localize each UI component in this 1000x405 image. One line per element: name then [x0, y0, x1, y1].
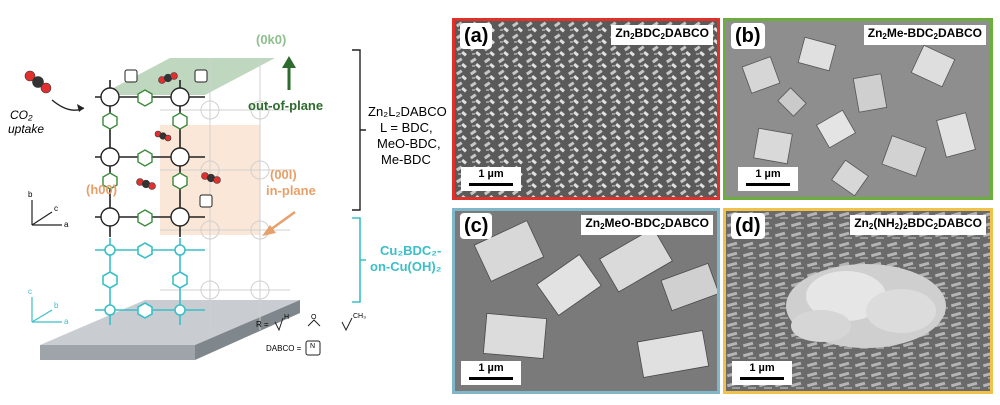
axis-lower-c: c — [28, 287, 32, 296]
co2-label: CO₂ — [10, 108, 33, 122]
panel-b-letter: (b) — [731, 23, 765, 49]
uptake-arrowhead — [77, 104, 84, 112]
out-of-plane-label: out-of-plane — [248, 98, 324, 113]
out-of-plane-arrowhead — [282, 56, 296, 68]
plane-h00-label: (h00) — [86, 182, 118, 197]
upper-axes — [31, 200, 62, 226]
r-ch3-label: CH₃ — [353, 313, 366, 320]
formula-bracket — [352, 49, 366, 211]
panel-c-scale: 1 µm — [461, 361, 521, 385]
uptake-label: uptake — [8, 122, 45, 136]
panel-a: (a) Zn2BDC2DABCO 1 µm — [452, 18, 720, 200]
axis-upper-c: c — [54, 204, 58, 213]
lower-axes — [31, 297, 62, 323]
formula-line2: L = BDC, — [380, 120, 433, 135]
panel-b-texture — [741, 36, 976, 197]
panel-b-title: Zn2Me-BDC2DABCO — [863, 25, 986, 45]
dabco-icon — [305, 340, 321, 356]
green-linkers — [102, 89, 188, 227]
dabco-pillars — [124, 69, 213, 208]
substrate-bracket — [352, 217, 366, 303]
formula-line1: Zn₂L₂DABCO — [368, 104, 447, 119]
metal-nodes — [100, 87, 190, 227]
free-co2-icon — [24, 70, 52, 94]
substrate-side — [195, 300, 300, 360]
plane-00l-label: (00l) — [270, 167, 297, 182]
formula-line4: Me-BDC — [381, 152, 431, 167]
substrate-front — [40, 345, 195, 360]
in-plane-arrowhead — [262, 225, 276, 236]
axis-upper-b: b — [28, 190, 33, 199]
panel-c: (c) Zn2MeO-BDC2DABCO 1 µm — [452, 208, 720, 394]
panel-a-letter: (a) — [460, 23, 493, 49]
r-o-label: O — [311, 314, 317, 321]
panel-c-texture — [473, 220, 717, 378]
substrate-nodes — [104, 244, 186, 316]
r-group-sketches — [274, 317, 353, 332]
panel-d-letter: (d) — [731, 213, 765, 239]
dabco-label: DABCO = — [266, 344, 302, 353]
substrate-top — [40, 300, 300, 345]
out-of-plane-shading — [100, 58, 275, 95]
panel-b-scale: 1 µm — [738, 167, 798, 191]
axis-lower-a: a — [64, 317, 69, 326]
panel-d: (d) Zn2(NH2)2BDC2DABCO 1 µm — [723, 208, 993, 394]
panel-a-title: Zn2BDC2DABCO — [611, 25, 713, 45]
panel-b: (b) Zn2Me-BDC2DABCO 1 µm — [723, 18, 993, 200]
substrate-line1: Cu₂BDC₂- — [380, 243, 442, 258]
r-h-label: H — [284, 314, 290, 321]
panel-c-letter: (c) — [460, 213, 493, 239]
panel-d-title: Zn2(NH2)2BDC2DABCO — [850, 215, 986, 235]
panel-d-scale: 1 µm — [732, 361, 792, 385]
r-label: R = — [256, 320, 269, 329]
plane-0k0-label: (0k0) — [256, 32, 287, 47]
dabco-n-label: N — [310, 343, 316, 350]
in-plane-arrow — [269, 210, 296, 232]
in-plane-label: in-plane — [266, 183, 316, 198]
formula-line3: MeO-BDC, — [377, 136, 441, 151]
substrate-line2: on-Cu(OH)₂ — [370, 259, 442, 274]
co2-molecules — [136, 72, 221, 190]
panel-a-scale: 1 µm — [461, 167, 521, 191]
framework-schematic — [24, 49, 366, 360]
panel-c-title: Zn2MeO-BDC2DABCO — [581, 215, 713, 235]
axis-lower-b: b — [54, 301, 59, 310]
axis-upper-a: a — [64, 220, 69, 229]
